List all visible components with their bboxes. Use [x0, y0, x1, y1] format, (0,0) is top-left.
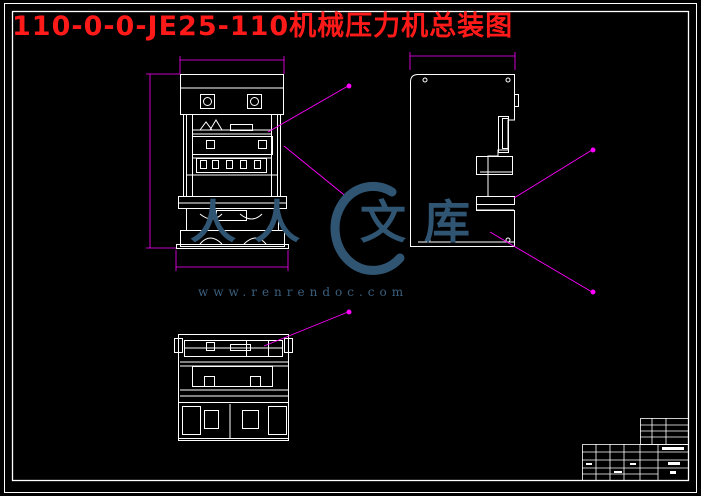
front-view-dimensions [146, 56, 289, 271]
watermark-char-4: 库 [424, 195, 470, 249]
top-view [174, 334, 293, 441]
front-view [146, 56, 289, 271]
watermark-url: www.renrendoc.com [198, 285, 409, 299]
drawing-title: 110-0-0-JE25-110机械压力机总装图 [12, 11, 514, 42]
watermark-char-1: 人 [190, 195, 236, 249]
watermark-ring-icon [330, 181, 405, 275]
watermark-logo: 人 人 文 库 [190, 172, 480, 282]
title-block [582, 418, 689, 481]
leader-lines [263, 83, 596, 347]
inner-frame [11, 10, 690, 482]
side-view-dimensions [409, 52, 516, 70]
watermark-char-3: 文 [360, 195, 406, 249]
outer-frame [4, 3, 697, 493]
watermark-char-2: 人 [254, 195, 300, 249]
